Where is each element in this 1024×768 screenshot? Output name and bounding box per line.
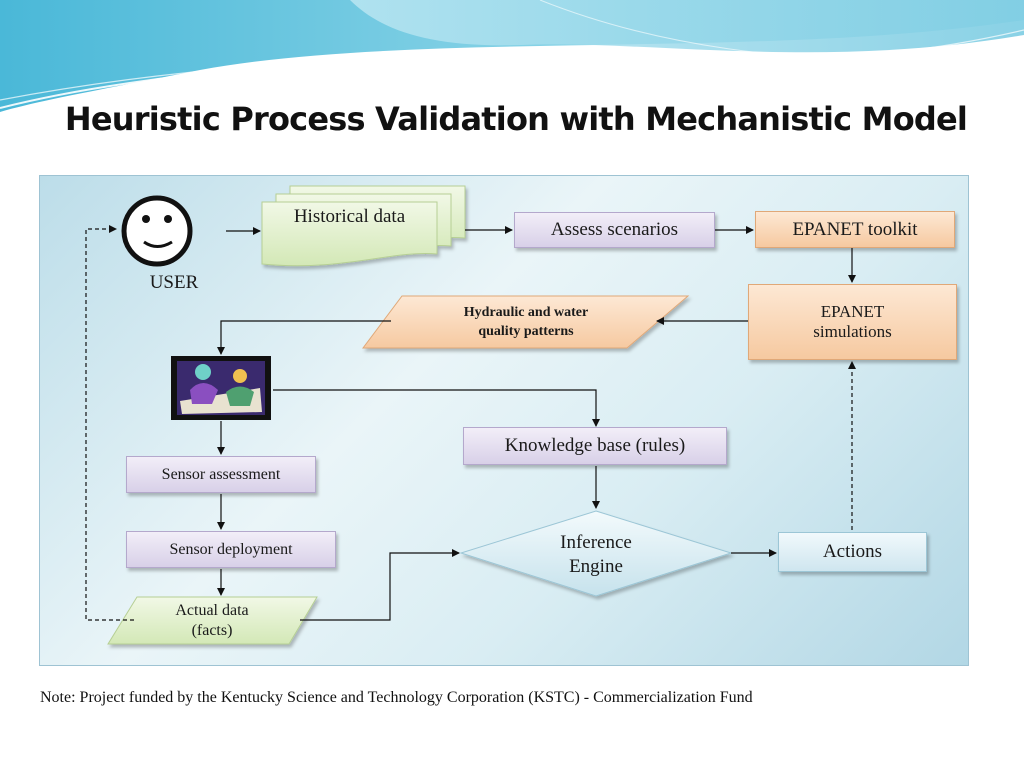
inference-line1: Inference bbox=[560, 532, 632, 553]
header-wave-decoration bbox=[0, 0, 1024, 112]
flowchart-connectors bbox=[85, 185, 856, 645]
user-label: USER bbox=[149, 272, 199, 293]
patterns-line1: Hydraulic and water bbox=[463, 305, 589, 320]
epanet-simulations-line1: EPANET bbox=[820, 302, 885, 321]
inference-engine-diamond-shape bbox=[459, 510, 733, 597]
actions-box: Actions bbox=[778, 532, 927, 572]
patterns-label: Hydraulic and water quality patterns bbox=[402, 300, 650, 344]
collaboration-clipart-icon bbox=[171, 356, 271, 420]
funding-footnote: Note: Project funded by the Kentucky Sci… bbox=[40, 689, 753, 706]
inference-engine-label: Inference Engine bbox=[516, 531, 676, 579]
patterns-line2: quality patterns bbox=[478, 324, 574, 339]
inference-line2: Engine bbox=[569, 556, 623, 577]
epanet-simulations-line2: simulations bbox=[813, 322, 892, 341]
epanet-simulations-box: EPANET simulations bbox=[748, 284, 957, 360]
patterns-parallelogram-shape bbox=[362, 295, 690, 349]
epanet-toolkit-box: EPANET toolkit bbox=[755, 211, 955, 248]
user-smiley-icon bbox=[121, 195, 193, 267]
actual-data-line2: (facts) bbox=[191, 622, 233, 639]
actual-data-line1: Actual data bbox=[175, 602, 249, 619]
historical-data-document-shape bbox=[261, 185, 466, 267]
knowledge-base-box: Knowledge base (rules) bbox=[463, 427, 727, 465]
sensor-deployment-box: Sensor deployment bbox=[126, 531, 336, 568]
slide-title: Heuristic Process Validation with Mechan… bbox=[64, 100, 968, 138]
assess-scenarios-box: Assess scenarios bbox=[514, 212, 715, 248]
sensor-assessment-box: Sensor assessment bbox=[126, 456, 316, 493]
actual-data-parallelogram-shape bbox=[107, 596, 318, 645]
historical-data-label: Historical data bbox=[293, 206, 406, 227]
flowchart-panel: USER Historical data Assess scenarios EP… bbox=[39, 175, 969, 666]
actual-data-label: Actual data (facts) bbox=[132, 600, 292, 642]
